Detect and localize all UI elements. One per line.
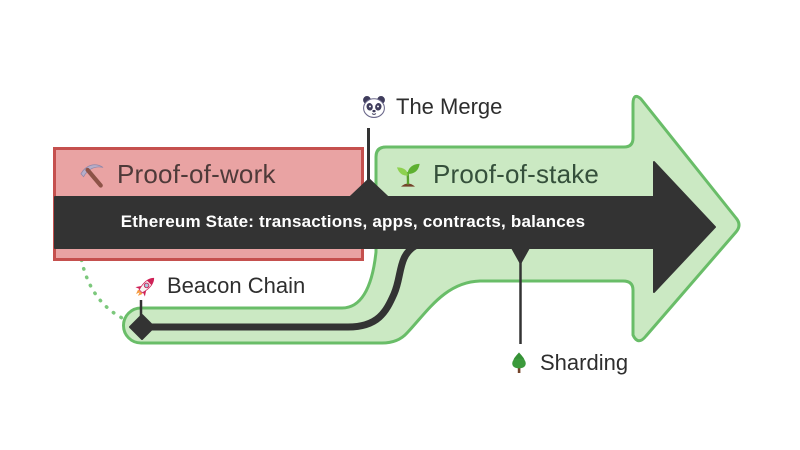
sharding-milestone-label: Sharding (507, 350, 628, 376)
pickaxe-icon (80, 163, 104, 188)
proof-of-stake-text: Proof-of-stake (433, 159, 600, 189)
rocket-icon (135, 277, 155, 297)
ethereum-state-label: Ethereum State: transactions, apps, cont… (55, 211, 651, 233)
proof-of-stake-label: Proof-of-stake (394, 159, 599, 190)
beacon-chain-start-diamond (129, 314, 155, 340)
seedling-icon (396, 163, 420, 187)
pow-to-beacon-dashed-link (78, 249, 126, 321)
beacon-milestone-text: Beacon Chain (167, 273, 306, 298)
ethereum-state-arrow-shape (54, 161, 716, 293)
proof-of-work-text: Proof-of-work (117, 159, 276, 189)
panda-icon (363, 96, 385, 118)
sharding-milestone-text: Sharding (540, 350, 629, 375)
ethereum-state-text: Ethereum State: transactions, apps, cont… (120, 212, 586, 231)
proof-of-work-label: Proof-of-work (78, 159, 276, 190)
beacon-milestone-label: Beacon Chain (133, 273, 305, 299)
merge-milestone-text: The Merge (396, 94, 503, 119)
beacon-chain-line (138, 242, 419, 331)
merge-marker-triangle (348, 178, 390, 200)
merge-milestone-label: The Merge (361, 94, 502, 120)
tree-icon (512, 352, 526, 373)
